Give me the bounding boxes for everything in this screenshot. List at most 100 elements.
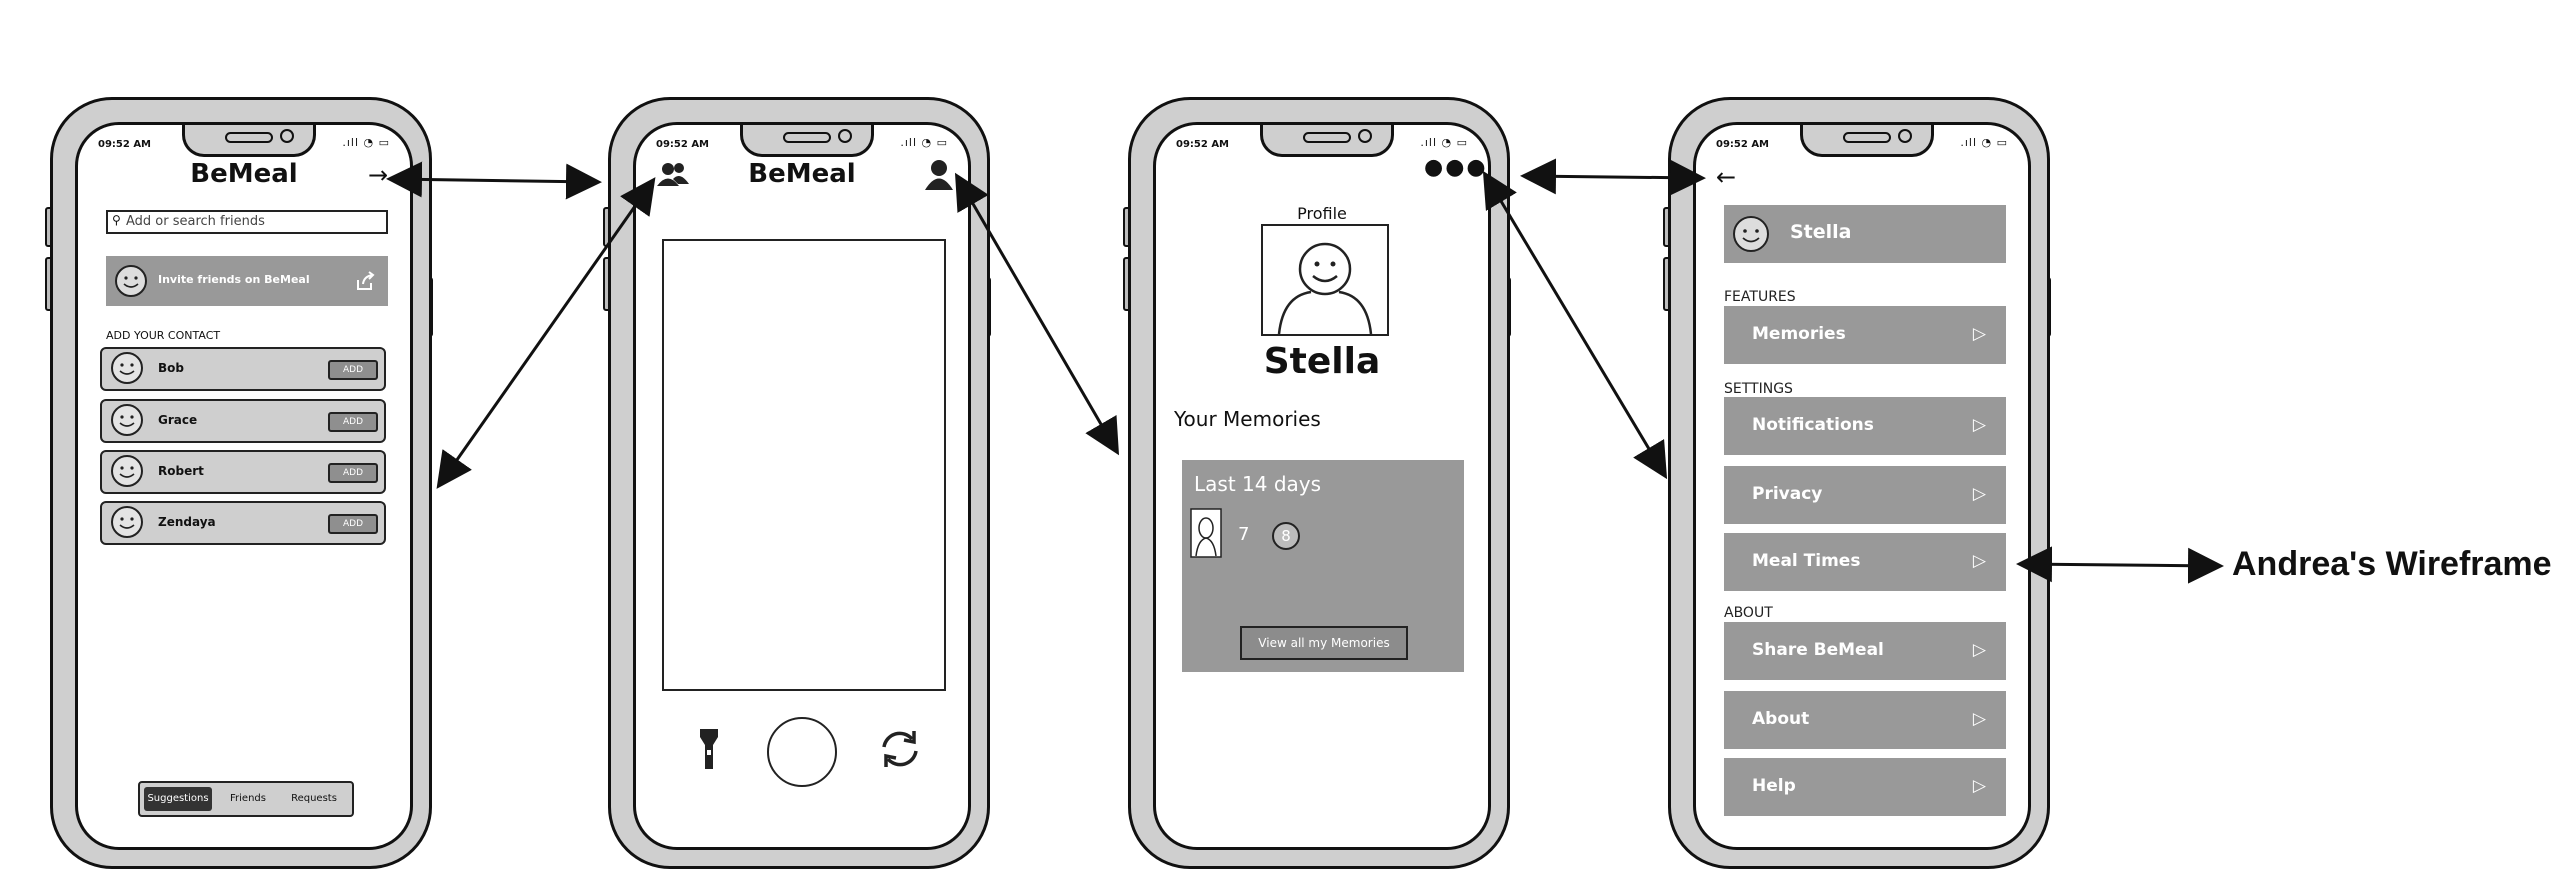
smiley-avatar-icon — [111, 455, 143, 487]
contact-name: Zendaya — [158, 515, 216, 529]
search-placeholder: Add or search friends — [126, 214, 265, 229]
profile-icon[interactable] — [924, 159, 954, 191]
user-header[interactable]: Stella — [1724, 205, 2006, 263]
arrow-settings-back — [1482, 170, 1668, 480]
user-name: Stella — [1790, 221, 1852, 243]
menu-item-share[interactable]: Share BeMeal ▷ — [1724, 622, 2006, 680]
memory-thumbnail — [1190, 508, 1222, 558]
menu-item-label: Notifications — [1752, 415, 1874, 435]
phone-screen: 09:52 AM .ıll ◔ ▭ ●●● Profile Stella You… — [1153, 122, 1491, 850]
page-title: Profile — [1297, 204, 1347, 223]
notch — [1260, 125, 1394, 157]
friends-icon[interactable] — [656, 161, 690, 189]
status-time: 09:52 AM — [1716, 139, 1770, 150]
status-time: 09:52 AM — [1176, 139, 1230, 150]
section-label: ADD YOUR CONTACT — [106, 329, 221, 342]
notch — [740, 125, 874, 157]
arrow-to-caption — [2016, 546, 2224, 584]
contact-row: Bob ADD — [100, 347, 386, 391]
smiley-avatar-icon — [115, 265, 147, 297]
wireframe-caption: Andrea's Wireframe — [2232, 545, 2552, 583]
search-input[interactable]: ⚲ Add or search friends — [106, 210, 388, 234]
phone-body: 09:52 AM .ıll ◔ ▭ BeMeal → ⚲ Add or sear… — [50, 97, 432, 869]
phone-body: 09:52 AM .ıll ◔ ▭ ← Stella FEATURES Memo… — [1668, 97, 2050, 869]
memory-count: 7 — [1238, 524, 1250, 545]
menu-item-about[interactable]: About ▷ — [1724, 691, 2006, 749]
status-time: 09:52 AM — [98, 139, 152, 150]
add-contact-button[interactable]: ADD — [328, 463, 378, 483]
memories-card-title: Last 14 days — [1194, 472, 1322, 496]
contact-name: Grace — [158, 413, 198, 427]
menu-item-label: Privacy — [1752, 484, 1823, 504]
features-label: FEATURES — [1724, 289, 1796, 305]
chevron-right-icon: ▷ — [1972, 776, 1986, 796]
flashlight-icon[interactable] — [698, 727, 720, 771]
phone-body: 09:52 AM .ıll ◔ ▭ ●●● Profile Stella You… — [1128, 97, 1510, 869]
about-label: ABOUT — [1724, 605, 1773, 621]
tab-bar: Suggestions Friends Requests — [138, 781, 354, 817]
menu-item-meal-times[interactable]: Meal Times ▷ — [1724, 533, 2006, 591]
contact-row: Robert ADD — [100, 450, 386, 494]
switch-camera-icon[interactable] — [878, 727, 922, 771]
settings-label: SETTINGS — [1724, 381, 1793, 397]
menu-item-label: Share BeMeal — [1752, 640, 1884, 660]
share-icon — [357, 271, 375, 290]
menu-item-notifications[interactable]: Notifications ▷ — [1724, 397, 2006, 455]
camera-viewfinder — [662, 239, 946, 691]
shutter-button[interactable] — [767, 717, 837, 787]
smiley-avatar-icon — [1733, 216, 1769, 252]
phone-screen: 09:52 AM .ıll ◔ ▭ BeMeal → ⚲ Add or sear… — [75, 122, 413, 850]
add-contact-button[interactable]: ADD — [328, 412, 378, 432]
menu-item-label: Help — [1752, 776, 1796, 796]
smiley-avatar-icon — [111, 404, 143, 436]
streak-badge: 8 — [1272, 522, 1300, 550]
section-heading: Your Memories — [1174, 407, 1321, 431]
memories-card: Last 14 days 7 8 View all my Memories — [1182, 460, 1464, 672]
chevron-right-icon: ▷ — [1972, 484, 1986, 504]
app-title: BeMeal — [190, 159, 298, 189]
phone-profile-screen: 09:52 AM .ıll ◔ ▭ ●●● Profile Stella You… — [1123, 97, 1511, 869]
status-time: 09:52 AM — [656, 139, 710, 150]
phone-screen: 09:52 AM .ıll ◔ ▭ ← Stella FEATURES Memo… — [1693, 122, 2031, 850]
menu-item-label: Memories — [1752, 324, 1846, 344]
status-icons: .ıll ◔ ▭ — [1960, 136, 2008, 149]
search-icon: ⚲ — [112, 213, 121, 227]
arrow-profile-to-settings — [1520, 158, 1706, 196]
phone-friends-screen: 09:52 AM .ıll ◔ ▭ BeMeal → ⚲ Add or sear… — [45, 97, 433, 869]
forward-arrow-icon[interactable]: → — [368, 161, 389, 189]
phone-settings-screen: 09:52 AM .ıll ◔ ▭ ← Stella FEATURES Memo… — [1663, 97, 2051, 869]
chevron-right-icon: ▷ — [1972, 709, 1986, 729]
contact-name: Robert — [158, 464, 204, 478]
menu-item-help[interactable]: Help ▷ — [1724, 758, 2006, 816]
chevron-right-icon: ▷ — [1972, 551, 1986, 571]
tab-friends[interactable]: Friends — [230, 793, 266, 804]
smiley-avatar-icon — [111, 352, 143, 384]
arrow-camera-to-profile — [954, 172, 1120, 456]
notch — [1800, 125, 1934, 157]
view-all-memories-button[interactable]: View all my Memories — [1240, 626, 1408, 660]
contact-row: Grace ADD — [100, 399, 386, 443]
tab-suggestions[interactable]: Suggestions — [144, 787, 212, 811]
tab-requests[interactable]: Requests — [291, 793, 337, 804]
chevron-right-icon: ▷ — [1972, 640, 1986, 660]
status-icons: .ıll ◔ ▭ — [342, 136, 390, 149]
arrow-back-to-friends — [436, 177, 656, 489]
chevron-right-icon: ▷ — [1972, 324, 1986, 344]
smiley-avatar-icon — [111, 506, 143, 538]
back-arrow-icon[interactable]: ← — [1716, 163, 1737, 191]
app-title: BeMeal — [748, 159, 856, 189]
menu-item-privacy[interactable]: Privacy ▷ — [1724, 466, 2006, 524]
arrow-friends-to-camera — [386, 161, 602, 200]
more-options-icon[interactable]: ●●● — [1424, 155, 1488, 180]
menu-item-label: Meal Times — [1752, 551, 1861, 571]
status-icons: .ıll ◔ ▭ — [900, 136, 948, 149]
menu-item-label: About — [1752, 709, 1810, 729]
invite-friends-banner[interactable]: Invite friends on BeMeal — [106, 256, 388, 306]
profile-name: Stella — [1263, 341, 1381, 382]
invite-label: Invite friends on BeMeal — [158, 273, 310, 286]
menu-item-memories[interactable]: Memories ▷ — [1724, 306, 2006, 364]
add-contact-button[interactable]: ADD — [328, 514, 378, 534]
add-contact-button[interactable]: ADD — [328, 360, 378, 380]
status-icons: .ıll ◔ ▭ — [1420, 136, 1468, 149]
